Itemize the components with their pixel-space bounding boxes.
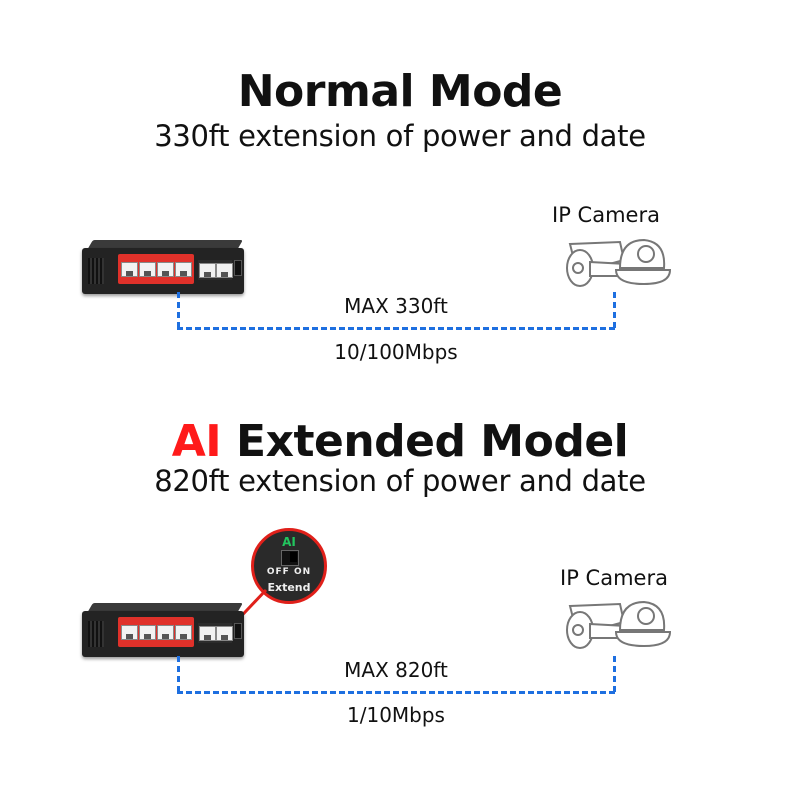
extended-title-rest: Extended Model — [236, 416, 629, 467]
cable-line-left-extended — [177, 656, 180, 692]
ip-camera-icon — [562, 600, 674, 658]
ai-switch-label: AI — [282, 535, 296, 549]
ai-highlight: AI — [171, 416, 222, 467]
cable-line-right-extended — [613, 656, 616, 692]
normal-mode-subtitle: 330ft extension of power and date — [154, 119, 646, 153]
cable-line-extended — [177, 691, 615, 694]
ip-camera-icon — [562, 238, 674, 296]
cable-line-right-normal — [613, 292, 616, 328]
off-on-label: OFF ON — [266, 567, 312, 577]
speed-normal: 10/100Mbps — [334, 340, 458, 364]
ip-camera-label-extended: IP Camera — [560, 566, 668, 590]
toggle-switch-icon — [281, 550, 299, 566]
speed-extended: 1/10Mbps — [347, 703, 445, 727]
cable-line-normal — [177, 327, 615, 330]
normal-mode-title: Normal Mode — [237, 66, 563, 117]
dip-switch-icon — [234, 260, 242, 276]
dip-switch-icon — [234, 623, 242, 639]
ip-camera-label-normal: IP Camera — [552, 203, 660, 227]
extended-mode-title: AI Extended Model — [0, 416, 800, 467]
vent-icon — [88, 621, 104, 647]
poe-switch-normal — [82, 240, 244, 296]
max-distance-extended: MAX 820ft — [344, 658, 448, 682]
poe-switch-extended — [82, 603, 244, 659]
max-distance-normal: MAX 330ft — [344, 294, 448, 318]
extended-mode-subtitle: 820ft extension of power and date — [154, 464, 646, 498]
vent-icon — [88, 258, 104, 284]
extend-label: Extend — [267, 581, 311, 594]
cable-line-left-normal — [177, 292, 180, 328]
